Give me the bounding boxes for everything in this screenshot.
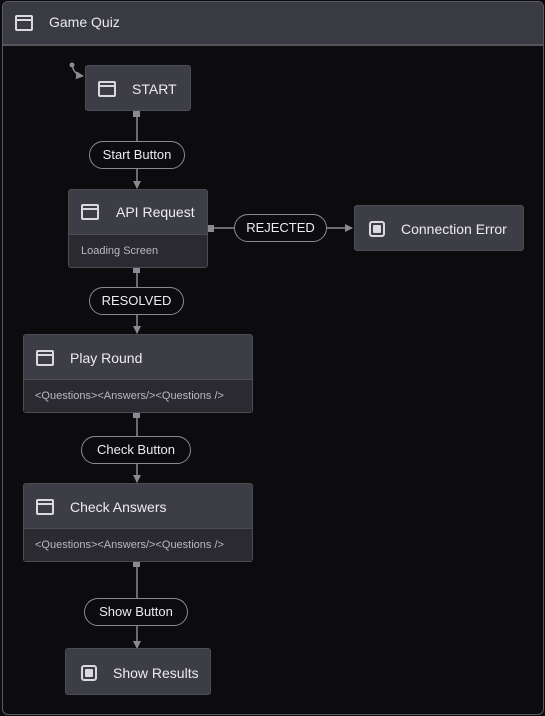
window-icon [81, 204, 99, 220]
state-label: API Request [116, 204, 195, 220]
edge-start-to-api [133, 110, 141, 189]
state-label: Connection Error [401, 221, 507, 237]
stop-icon [81, 665, 97, 681]
state-label: Show Results [113, 665, 199, 681]
state-check-answers[interactable]: Check Answers <Questions><Answers/><Ques… [23, 483, 253, 562]
stop-icon [369, 221, 385, 237]
window-icon [36, 499, 54, 515]
state-label: START [132, 81, 177, 97]
state-sublabel: Loading Screen [69, 234, 207, 267]
window-icon [15, 15, 33, 31]
state-label: Play Round [70, 350, 143, 366]
state-start[interactable]: START [85, 65, 191, 111]
edge-api-to-play [133, 266, 141, 334]
state-play-round[interactable]: Play Round <Questions><Answers/><Questio… [23, 334, 253, 413]
window-icon [36, 350, 54, 366]
state-api-request[interactable]: API Request Loading Screen [68, 189, 208, 268]
transition-resolved[interactable]: RESOLVED [89, 287, 184, 315]
state-connection-error[interactable]: Connection Error [354, 205, 524, 251]
transition-rejected[interactable]: REJECTED [234, 214, 327, 242]
transition-edges [69, 62, 353, 649]
state-show-results[interactable]: Show Results [65, 648, 211, 695]
edge-check-to-results [133, 560, 141, 649]
state-sublabel: <Questions><Answers/><Questions /> [24, 379, 252, 412]
transition-start-button[interactable]: Start Button [89, 141, 185, 169]
transition-show-button[interactable]: Show Button [84, 598, 188, 626]
edge-api-to-error [207, 224, 353, 232]
state-label: Check Answers [70, 499, 167, 515]
edge-play-to-check [133, 411, 141, 483]
window-icon [98, 81, 116, 97]
window-titlebar: Game Quiz [3, 2, 543, 46]
transition-check-button[interactable]: Check Button [81, 436, 191, 464]
state-sublabel: <Questions><Answers/><Questions /> [24, 528, 252, 561]
initial-state-marker [69, 62, 84, 80]
window-title: Game Quiz [49, 14, 120, 30]
